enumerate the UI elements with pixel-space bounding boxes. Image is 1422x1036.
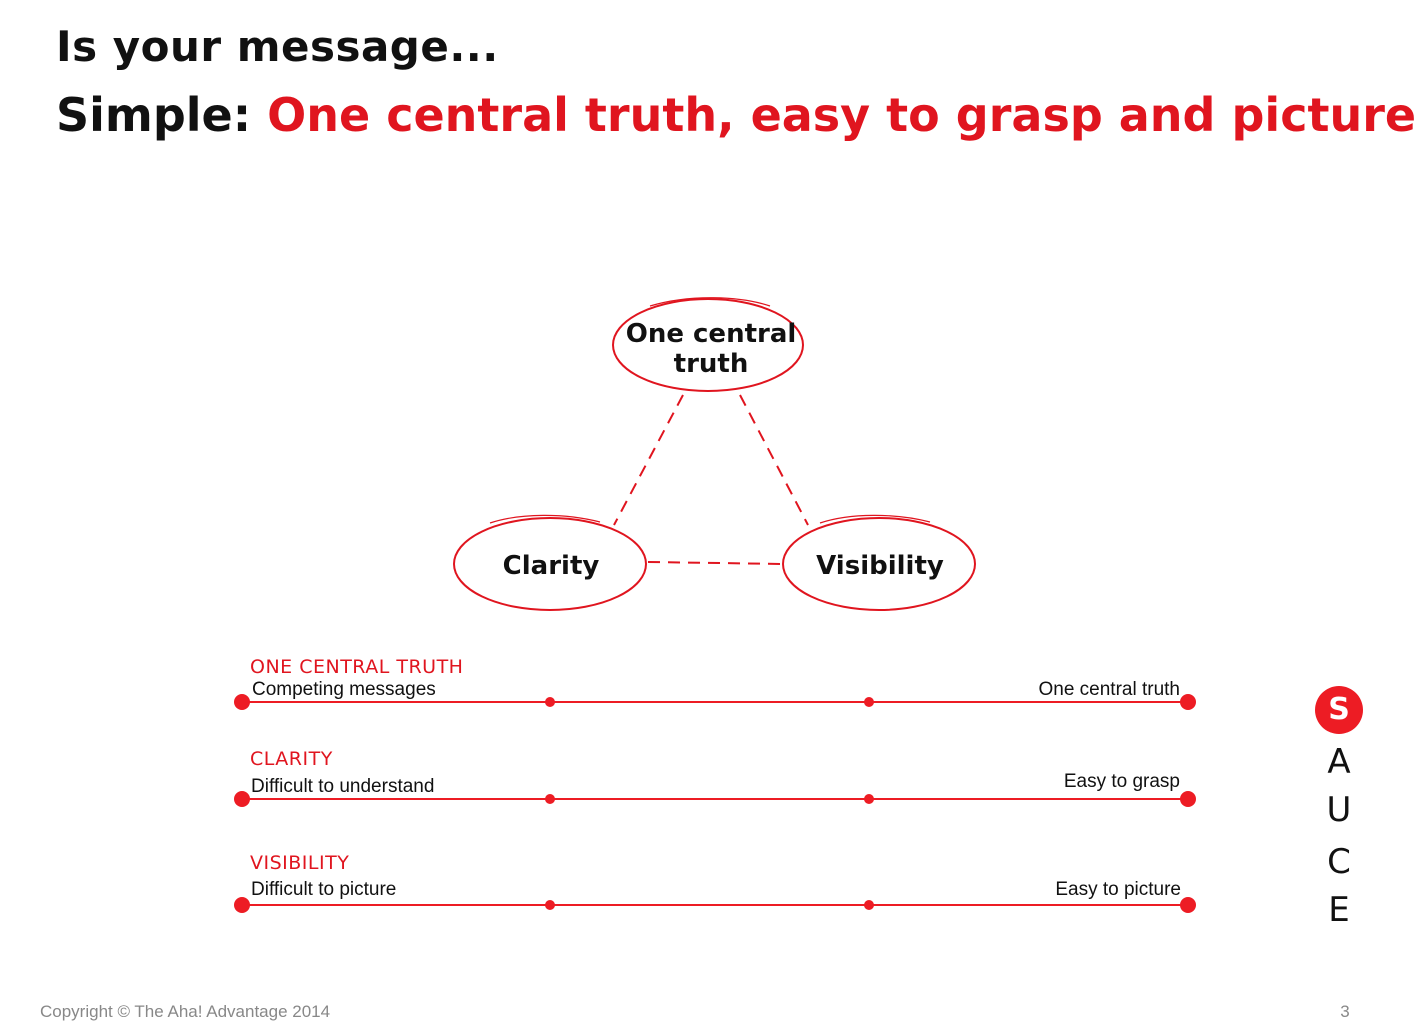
header-question: Is your message...: [56, 22, 499, 71]
sauce-letter-e: E: [1328, 890, 1350, 930]
scale-one-central-truth-line: [234, 694, 1196, 710]
scale-right-label-visibility: Easy to picture: [1055, 879, 1181, 900]
connector-top-left: [613, 394, 684, 526]
scale-left-label-visibility: Difficult to picture: [251, 879, 397, 900]
scale-title-visibility: VISIBILITY: [250, 852, 350, 874]
sauce-letter-a: A: [1327, 742, 1351, 782]
node-right-label: Visibility: [816, 551, 944, 581]
sauce-letter-c: C: [1327, 842, 1351, 882]
connector-left-right: [647, 561, 785, 565]
sauce-acronym: S A U C E: [1315, 686, 1363, 934]
page-number: 3: [1340, 1002, 1350, 1021]
node-visibility: Visibility: [782, 514, 976, 611]
scale-visibility-line: [234, 897, 1196, 913]
scale-left-label-clarity: Difficult to understand: [251, 776, 435, 797]
scale-left-label-one-central-truth: Competing messages: [252, 679, 436, 700]
simple-definition: One central truth, easy to grasp and pic…: [267, 88, 1417, 142]
node-top-line1: One central: [626, 319, 797, 349]
scale-clarity-line: [234, 791, 1196, 807]
node-left-label: Clarity: [503, 551, 600, 581]
header-simple-line: Simple: One central truth, easy to grasp…: [56, 88, 1416, 142]
scale-right-label-clarity: Easy to grasp: [1063, 771, 1180, 792]
sauce-letter-u: U: [1326, 790, 1352, 830]
node-top-line2: truth: [674, 349, 749, 379]
connector-top-right: [739, 394, 809, 526]
scale-right-label-one-central-truth: One central truth: [1038, 679, 1180, 700]
sauce-letter-s: S: [1315, 686, 1363, 734]
node-one-central-truth: One central truth: [612, 297, 804, 392]
simple-label: Simple:: [56, 88, 252, 142]
node-clarity: Clarity: [453, 514, 647, 611]
footer-copyright: Copyright © The Aha! Advantage 2014: [40, 1002, 331, 1021]
scale-title-one-central-truth: ONE CENTRAL TRUTH: [250, 656, 464, 678]
scale-title-clarity: CLARITY: [250, 748, 333, 770]
